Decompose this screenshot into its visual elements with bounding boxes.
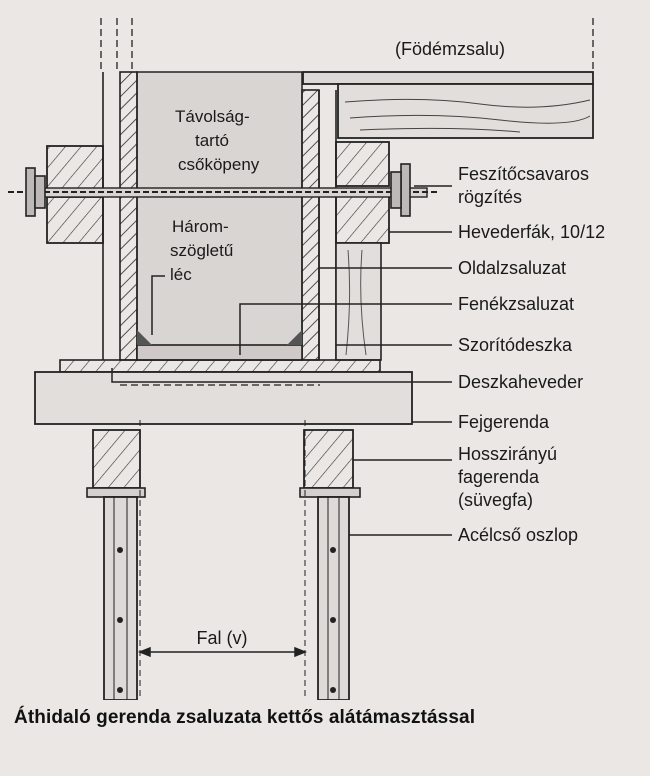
slab-formwork xyxy=(302,71,594,139)
beam-concrete xyxy=(136,71,303,361)
long-beam-label-3: (süvegfa) xyxy=(458,490,533,510)
side-formwork-right xyxy=(301,89,320,361)
spacer-label-2: tartó xyxy=(195,131,229,150)
wall-width-label: Fal (v) xyxy=(197,628,248,648)
fillet-strip xyxy=(137,330,302,345)
walers-label: Hevederfák, 10/12 xyxy=(458,222,605,242)
tie-rod xyxy=(8,163,440,217)
long-beam-label-1: Hosszirányú xyxy=(458,444,557,464)
spacer-label-3: csőköpeny xyxy=(178,155,260,174)
plank-waler xyxy=(59,359,381,373)
fillet-label-2: szögletű xyxy=(170,241,233,260)
bottom-formwork-label: Fenékzsaluzat xyxy=(458,294,574,314)
axis-lines xyxy=(100,18,594,72)
steel-prop-label: Acélcső oszlop xyxy=(458,525,578,545)
beam-formwork-diagram: Fal (v) Távolság- tartó csőköpeny Három-… xyxy=(8,18,605,700)
walers-left xyxy=(46,145,104,244)
long-beam-label-2: fagerenda xyxy=(458,467,540,487)
bottom-formwork xyxy=(136,344,303,361)
side-formwork-label: Oldalzsaluzat xyxy=(458,258,566,278)
head-beam-label: Fejgerenda xyxy=(458,412,550,432)
wall-width-dimension xyxy=(137,420,308,700)
leader-lines xyxy=(111,185,452,536)
walers-right xyxy=(335,141,390,244)
fillet-label-3: léc xyxy=(170,265,192,284)
fillet-label-1: Három- xyxy=(172,217,229,236)
plank-waler-label: Deszkaheveder xyxy=(458,372,583,392)
side-formwork-left xyxy=(119,71,138,361)
steel-props xyxy=(103,496,350,700)
longitudinal-beams xyxy=(86,429,361,498)
slab-formwork-label: (Födémzsalu) xyxy=(395,39,505,59)
clamp-board xyxy=(335,242,382,361)
tie-label-1: Feszítőcsavaros xyxy=(458,164,589,184)
clamp-board-label: Szorítódeszka xyxy=(458,335,573,355)
spacer-label-1: Távolság- xyxy=(175,107,250,126)
head-beam xyxy=(34,371,413,425)
figure-caption: Áthidaló gerenda zsaluzata kettős alátám… xyxy=(14,707,476,728)
tie-label-2: rögzítés xyxy=(458,187,522,207)
